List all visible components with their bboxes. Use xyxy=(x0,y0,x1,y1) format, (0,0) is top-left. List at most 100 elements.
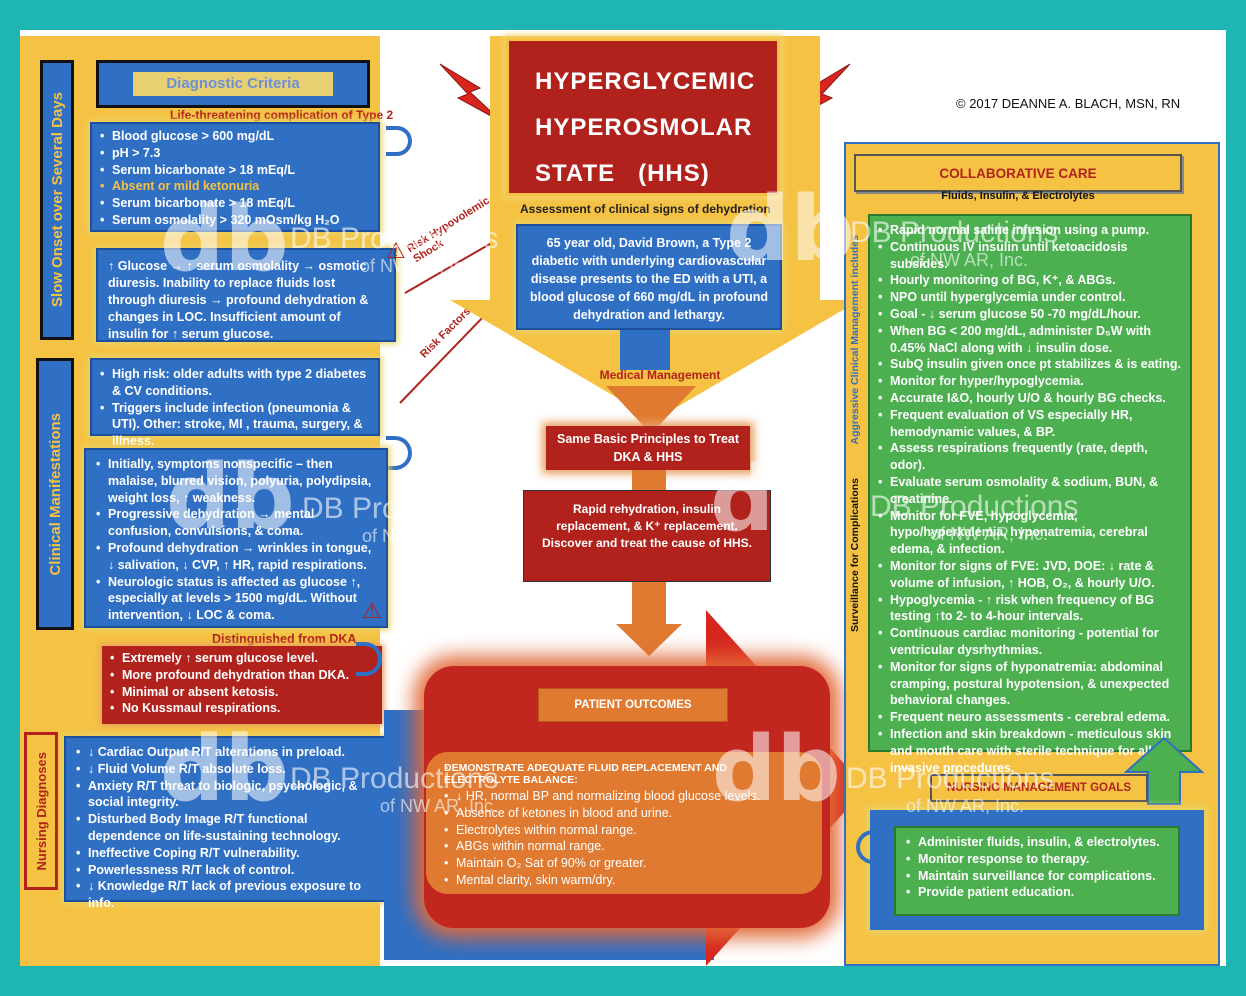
collaborative-item: Continuous cardiac monitoring - potentia… xyxy=(878,625,1182,659)
collaborative-item: NPO until hyperglycemia under control. xyxy=(878,289,1182,306)
watermark-text: DB Productions of NW AR, Inc. xyxy=(290,762,498,817)
nursing-goals-box: Administer fluids, insulin, & electrolyt… xyxy=(894,826,1180,916)
watermark-line-1: DB Productions xyxy=(302,492,511,525)
same-principles-text: Same Basic Principles to Treat DKA & HHS xyxy=(556,432,740,464)
assessment-header: Assessment of clinical signs of dehydrat… xyxy=(520,202,771,216)
nursing-goals-list: Administer fluids, insulin, & electrolyt… xyxy=(906,834,1168,901)
principles-connector xyxy=(632,470,666,492)
warning-icon: ⚠ xyxy=(386,238,406,263)
diagnostic-header: Diagnostic Criteria xyxy=(96,60,370,108)
title-box: HYPERGLYCEMIC HYPEROSMOLAR STATE (HHS) xyxy=(506,38,780,196)
collaborative-subheader: Fluids, Insulin, & Electrolytes xyxy=(941,190,1095,202)
surveillance-label: Surveillance for Complications xyxy=(846,460,864,650)
collaborative-care-box: Rapid normal saline infusion using a pum… xyxy=(868,214,1192,775)
diagnostic-title: Diagnostic Criteria xyxy=(166,75,300,92)
diagnostic-item: Blood glucose > 600 mg/dL xyxy=(100,128,370,145)
diagnostic-criteria-box: Blood glucose > 600 mg/dL pH > 7.3 Serum… xyxy=(90,122,380,232)
nursing-diagnosis-item: Powerlessness R/T lack of control. xyxy=(76,862,374,879)
collaborative-item: Continuous IV insulin until ketoacidosis… xyxy=(878,239,1182,273)
distinguished-list: Extremely ↑ serum glucose level. More pr… xyxy=(110,650,374,717)
watermark: db xyxy=(166,453,295,543)
collaborative-list: Rapid normal saline infusion using a pum… xyxy=(878,222,1182,776)
infographic-page: Slow Onset over Several Days Diagnostic … xyxy=(20,30,1226,966)
nursing-diagnosis-item: ↓ Knowledge R/T lack of previous exposur… xyxy=(76,878,374,912)
collaborative-item: Goal - ↓ serum glucose 50 -70 mg/dL/hour… xyxy=(878,306,1182,323)
watermark-logo: db xyxy=(710,447,839,552)
collaborative-item: Monitor for hyper/hypoglycemia. xyxy=(878,373,1182,390)
rapid-rehydration-text: Rapid rehydration, insulin replacement, … xyxy=(541,502,753,550)
copyright: © 2017 DEANNE A. BLACH, MSN, RN xyxy=(956,96,1181,111)
warning-icon: ⚠ xyxy=(362,598,382,623)
outcome-item: Maintain O₂ Sat of 90% or greater. xyxy=(444,855,804,872)
watermark-line-1: DB Productions xyxy=(290,762,499,795)
distinguished-item: Extremely ↑ serum glucose level. xyxy=(110,650,374,667)
collaborative-item: Infection and skin breakdown - meticulou… xyxy=(878,726,1182,776)
nursing-diagnoses-list: ↓ Cardiac Output R/T alterations in prel… xyxy=(76,744,374,912)
pathophysiology-box: ↑ Glucose → ↑ serum osmolality → osmotic… xyxy=(96,248,396,342)
patient-outcomes-list: ↓ HR, normal BP and normalizing blood gl… xyxy=(444,788,804,889)
watermark-logo: db xyxy=(712,717,841,822)
watermark-logo: db xyxy=(160,717,289,822)
collaborative-item: When BG < 200 mg/dL, administer D₅W with… xyxy=(878,323,1182,357)
watermark-line-1: DB Productions xyxy=(846,762,1055,795)
manifestation-item: Initially, symptoms nonspecific – then m… xyxy=(96,456,376,506)
watermark-line-1: DB Productions xyxy=(870,490,1079,523)
nursing-diagnosis-item: ↓ Cardiac Output R/T alterations in prel… xyxy=(76,744,374,761)
diagnostic-item: Serum osmolality > 320 mOsm/kg H₂O xyxy=(100,212,370,229)
watermark-logo: db xyxy=(160,187,289,292)
distinguished-item: More profound dehydration than DKA. xyxy=(110,667,374,684)
distinguished-item: No Kussmaul respirations. xyxy=(110,700,374,717)
nursing-diagnoses-bar: Nursing Diagnoses xyxy=(24,732,58,890)
patient-outcomes-subheader: DEMONSTRATE ADEQUATE FLUID REPLACEMENT A… xyxy=(444,762,727,786)
watermark-text: DB Productions of NW AR, Inc. xyxy=(290,222,498,277)
watermark-line-2: of NW AR, Inc. xyxy=(362,526,481,546)
nursing-diagnosis-item: ↓ Fluid Volume R/T absolute loss. xyxy=(76,761,374,778)
nursing-goal-item: Administer fluids, insulin, & electrolyt… xyxy=(906,834,1168,851)
collaborative-header: COLLABORATIVE CARE xyxy=(854,154,1182,192)
risk-factor-item: Triggers include infection (pneumonia & … xyxy=(100,400,370,450)
nursing-diagnoses-box: ↓ Cardiac Output R/T alterations in prel… xyxy=(64,736,386,910)
nursing-goal-item: Monitor response to therapy. xyxy=(906,851,1168,868)
collaborative-item: Hourly monitoring of BG, K⁺, & ABGs. xyxy=(878,272,1182,289)
risk-factor-item: High risk: older adults with type 2 diab… xyxy=(100,366,370,400)
watermark-text: DB Productions of NW AR, Inc. xyxy=(846,762,1054,817)
manifestation-item: Profound dehydration → wrinkles in tongu… xyxy=(96,540,376,574)
watermark-line-1: DB Productions xyxy=(850,216,1059,249)
title-line-3: STATE (HHS) xyxy=(535,160,710,187)
slow-onset-label: Slow Onset over Several Days xyxy=(48,92,66,308)
manifestation-item: Progressive dehydration → mental confusi… xyxy=(96,506,376,540)
collaborative-item: Frequent neuro assessments - cerebral ed… xyxy=(878,709,1182,726)
watermark-line-2: of NW AR, Inc. xyxy=(910,250,1029,270)
rapid-rehydration-box: Rapid rehydration, insulin replacement, … xyxy=(523,490,771,582)
collaborative-item: Monitor for signs of hyponatremia: abdom… xyxy=(878,659,1182,709)
nursing-diagnoses-label: Nursing Diagnoses xyxy=(33,751,49,871)
nursing-goals-title: NURSING MANAGEMENT GOALS xyxy=(947,782,1131,794)
up-arrow-icon xyxy=(1124,736,1204,805)
outcome-item: Electrolytes within normal range. xyxy=(444,822,804,839)
collaborative-item: Hypoglycemia - ↑ risk when frequency of … xyxy=(878,592,1182,626)
assessment-text: 65 year old, David Brown, a Type 2 diabe… xyxy=(530,236,768,322)
outcome-item: Absence of ketones in blood and urine. xyxy=(444,805,804,822)
medical-management-label: Medical Management xyxy=(599,368,721,382)
nursing-goals-header: NURSING MANAGEMENT GOALS xyxy=(930,774,1148,802)
watermark: db xyxy=(710,447,839,552)
collaborative-item: Evaluate serum osmolality & sodium, BUN,… xyxy=(878,474,1182,508)
outcome-item: ↓ HR, normal BP and normalizing blood gl… xyxy=(444,788,804,805)
nursing-diagnosis-item: Disturbed Body Image R/T functional depe… xyxy=(76,811,374,845)
outcome-item: Mental clarity, skin warm/dry. xyxy=(444,872,804,889)
outcome-item: ABGs within normal range. xyxy=(444,838,804,855)
watermark-line-2: of NW AR, Inc. xyxy=(906,796,1025,816)
manifestation-item: Neurologic status is affected as glucose… xyxy=(96,574,376,624)
watermark: db xyxy=(160,717,289,822)
collaborative-item: Accurate I&O, hourly U/O & hourly BG che… xyxy=(878,390,1182,407)
collaborative-item: Frequent evaluation of VS especially HR,… xyxy=(878,407,1182,441)
curved-arrow-icon xyxy=(856,830,882,864)
collaborative-item: Monitor for FVE, hypoglycemia, hypo/hype… xyxy=(878,508,1182,558)
title-line-1: HYPERGLYCEMIC xyxy=(535,68,756,95)
diagnostic-item: Absent or mild ketonuria xyxy=(100,178,370,195)
diagnostic-item: pH > 7.3 xyxy=(100,145,370,162)
manifestations-box: Initially, symptoms nonspecific – then m… xyxy=(84,448,388,628)
outcomes-connector xyxy=(632,582,666,626)
risk-factors-list: High risk: older adults with type 2 diab… xyxy=(100,366,370,450)
clinical-manifestations-bar: Clinical Manifestations xyxy=(36,358,74,630)
